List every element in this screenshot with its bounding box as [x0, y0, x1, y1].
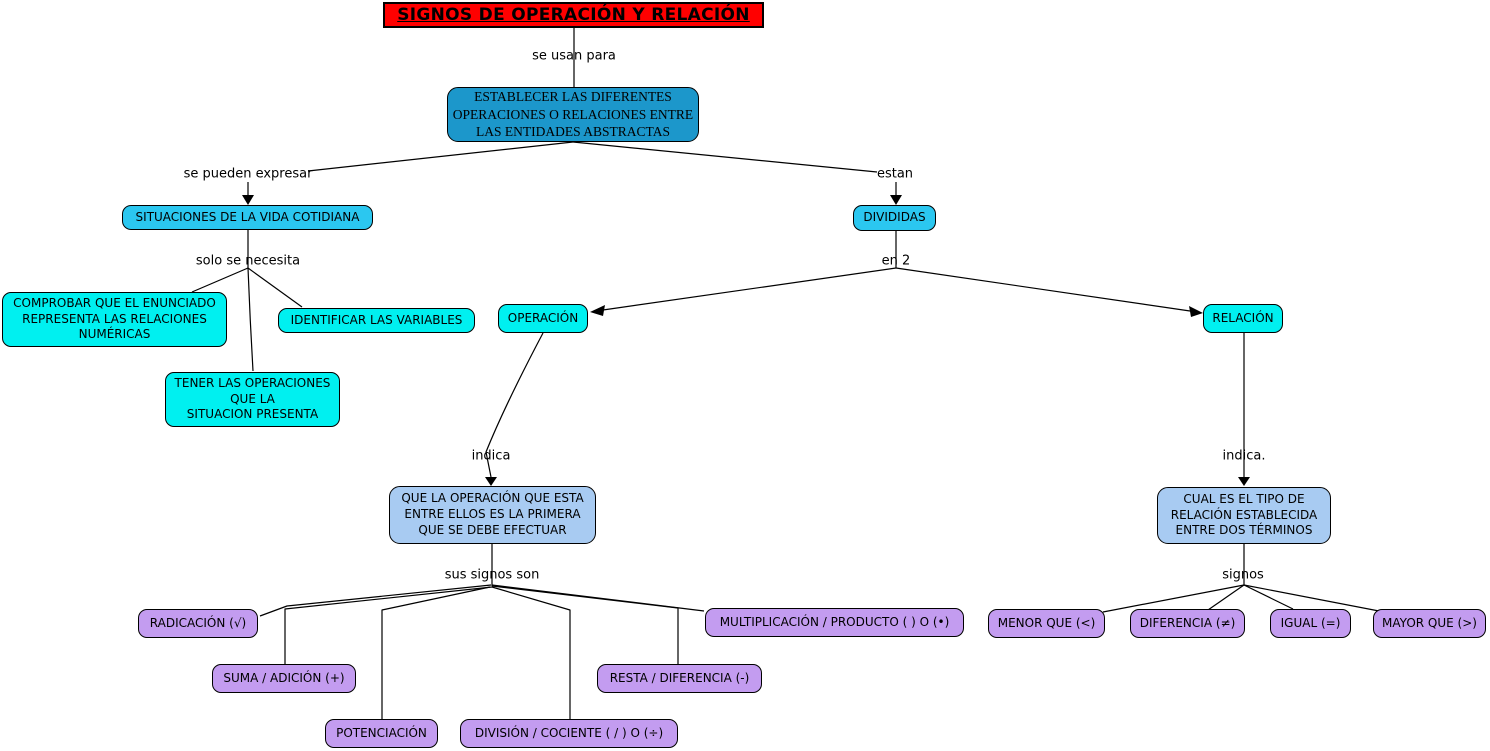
edge-signo-suma	[284, 586, 493, 664]
edge-signo-potenciacion	[381, 586, 491, 719]
node-establecer[interactable]: ESTABLECER LAS DIFERENTES OPERACIONES O …	[447, 87, 699, 142]
edge-en2-relacion	[895, 267, 1191, 312]
edge-signo-multiplicacion	[491, 584, 705, 612]
node-tener[interactable]: TENER LAS OPERACIONES QUE LA SITUACION P…	[165, 372, 340, 427]
edge-signo-igual	[1243, 584, 1294, 610]
arrowhead-operacion	[590, 305, 605, 316]
edge-signo-resta	[491, 585, 679, 664]
edge-signo-radicacion	[259, 584, 492, 617]
link-label-estan[interactable]: estan	[876, 166, 914, 182]
arrowhead-relacion	[1189, 306, 1203, 317]
node-diferencia[interactable]: DIFERENCIA (≠)	[1130, 609, 1245, 638]
arrowhead-cual-es-tipo	[1238, 477, 1250, 486]
node-operacion[interactable]: OPERACIÓN	[498, 304, 588, 333]
link-label-indica-rel[interactable]: indica.	[1222, 448, 1266, 464]
node-menor-que[interactable]: MENOR QUE (<)	[988, 609, 1105, 638]
node-identificar[interactable]: IDENTIFICAR LAS VARIABLES	[278, 308, 475, 333]
edge-solo-identificar	[247, 267, 303, 308]
edge-signo-mayor	[1243, 584, 1380, 612]
link-label-solo-se-necesita[interactable]: solo se necesita	[195, 253, 301, 269]
node-comprobar[interactable]: COMPROBAR QUE EL ENUNCIADO REPRESENTA LA…	[2, 292, 227, 347]
edge-establecer-expresar	[307, 141, 574, 172]
arrowhead-situaciones	[242, 195, 254, 205]
node-title[interactable]: SIGNOS DE OPERACIÓN Y RELACIÓN	[383, 2, 764, 28]
node-relacion[interactable]: RELACIÓN	[1203, 304, 1283, 333]
edge-signo-diferencia	[1207, 584, 1245, 611]
edge-establecer-estan	[572, 141, 878, 173]
node-multiplicacion[interactable]: MULTIPLICACIÓN / PRODUCTO ( ) O (•)	[705, 608, 964, 637]
arrowhead-divididas	[890, 195, 902, 205]
link-label-se-pueden-expresar[interactable]: se pueden expresar	[183, 166, 313, 182]
edge-operacion-indica	[485, 332, 544, 478]
node-suma[interactable]: SUMA / ADICIÓN (+)	[212, 664, 356, 693]
node-divididas[interactable]: DIVIDIDAS	[853, 205, 936, 231]
node-radicacion[interactable]: RADICACIÓN (√)	[138, 609, 258, 638]
node-potenciacion[interactable]: POTENCIACIÓN	[325, 719, 438, 748]
node-que-la-operacion[interactable]: QUE LA OPERACIÓN QUE ESTA ENTRE ELLOS ES…	[389, 486, 596, 544]
node-division[interactable]: DIVISIÓN / COCIENTE ( / ) O (÷)	[460, 719, 678, 748]
link-label-sus-signos-son[interactable]: sus signos son	[444, 567, 540, 583]
node-situaciones[interactable]: SITUACIONES DE LA VIDA COTIDIANA	[122, 205, 373, 230]
edge-solo-tener	[247, 267, 254, 372]
node-igual[interactable]: IGUAL (=)	[1270, 609, 1351, 638]
arrowhead-que-la-operacion	[485, 477, 497, 486]
node-mayor-que[interactable]: MAYOR QUE (>)	[1373, 609, 1486, 638]
link-label-se-usan-para[interactable]: se usan para	[532, 48, 616, 64]
edge-signo-menor	[1102, 584, 1245, 613]
link-label-signos[interactable]: signos	[1222, 567, 1264, 583]
edge-en2-operacion	[602, 267, 897, 311]
edge-signo-division	[491, 586, 571, 719]
link-label-indica[interactable]: indica	[471, 448, 511, 464]
edge-solo-comprobar	[191, 267, 249, 293]
node-resta[interactable]: RESTA / DIFERENCIA (-)	[597, 664, 762, 693]
link-label-en-2[interactable]: en 2	[881, 253, 911, 269]
node-cual-es-tipo[interactable]: CUAL ES EL TIPO DE RELACIÓN ESTABLECIDA …	[1157, 487, 1331, 544]
